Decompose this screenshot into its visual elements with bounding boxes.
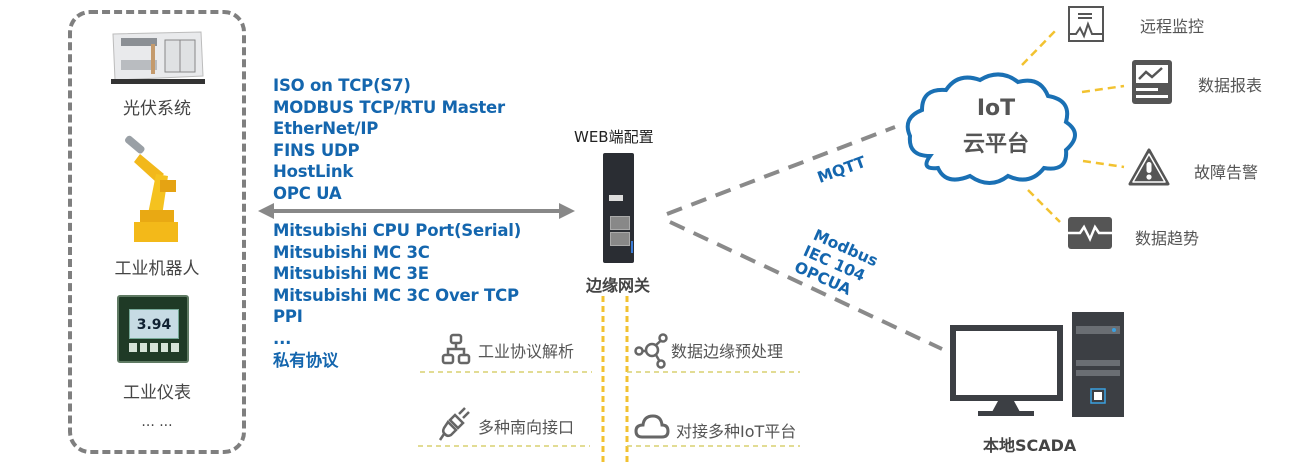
- device-label-meter: 工业仪表: [123, 383, 191, 403]
- protocol-item: 私有协议: [273, 350, 339, 370]
- app-data-trend: 数据趋势: [1135, 229, 1200, 248]
- bidirectional-arrow: [258, 203, 575, 219]
- protocol-item: OPC UA: [273, 183, 342, 203]
- feature-southbound-interfaces: 多种南向接口: [478, 418, 575, 437]
- pv-system-image: [111, 31, 205, 84]
- device-label-robot: 工业机器人: [114, 259, 200, 279]
- iot-cloud-shape: [905, 72, 1077, 185]
- cloud-icon: [634, 414, 670, 439]
- protocol-list-lower: Mitsubishi CPU Port(Serial) Mitsubishi M…: [273, 220, 521, 371]
- app-data-report: 数据报表: [1198, 76, 1263, 95]
- app-link-line: [1021, 27, 1059, 66]
- local-scada-label: 本地SCADA: [983, 436, 1077, 455]
- mqtt-link-line: [666, 125, 896, 216]
- trend-icon: [1068, 217, 1112, 249]
- protocol-item: ISO on TCP(S7): [273, 76, 411, 95]
- app-link-line: [1027, 189, 1061, 223]
- meter-display: 3.94: [129, 309, 179, 339]
- app-link-line: [1081, 84, 1125, 94]
- protocol-item: Mitsubishi MC 3E: [273, 264, 429, 284]
- app-remote-monitoring: 远程监控: [1140, 17, 1205, 36]
- cloud-title-platform: 云平台: [962, 132, 1029, 157]
- plug-icon: [438, 407, 470, 441]
- field-devices-group: [68, 10, 246, 454]
- app-link-line: [1082, 159, 1125, 169]
- scada-link-line: [669, 220, 943, 351]
- report-chart-icon: [1132, 60, 1172, 104]
- protocol-item: FINS UDP: [273, 140, 360, 160]
- industrial-meter-image: 3.94: [117, 295, 189, 363]
- monitor-icon: [950, 325, 1063, 416]
- feature-protocol-parsing: 工业协议解析: [478, 342, 575, 361]
- protocol-item: MODBUS TCP/RTU Master: [273, 97, 505, 117]
- protocol-item: HostLink: [273, 162, 354, 182]
- protocol-item: ...: [273, 328, 292, 348]
- feature-iot-platforms: 对接多种IoT平台: [676, 422, 797, 441]
- more-devices-ellipsis: ... ...: [141, 414, 173, 430]
- device-label-pv: 光伏系统: [123, 99, 191, 119]
- node-share-icon: [634, 333, 668, 369]
- pc-tower-icon: [1072, 312, 1124, 417]
- edge-gateway-device: [603, 153, 634, 263]
- protocol-list-upper: ISO on TCP(S7) MODBUS TCP/RTU Master Eth…: [273, 75, 505, 205]
- network-hierarchy-icon: [441, 333, 471, 365]
- app-fault-alarm: 故障告警: [1194, 163, 1259, 182]
- monitor-wave-icon: [1068, 6, 1104, 42]
- edge-gateway-label: 边缘网关: [586, 276, 651, 295]
- industrial-robot-image: [124, 135, 178, 242]
- protocol-item: Mitsubishi MC 3C Over TCP: [273, 285, 519, 305]
- protocol-item: Mitsubishi CPU Port(Serial): [273, 221, 522, 240]
- web-config-label: WEB端配置: [574, 128, 654, 146]
- protocol-item: Mitsubishi MC 3C: [273, 242, 430, 262]
- warning-icon: [1128, 148, 1170, 186]
- scada-computer-image: [950, 312, 1124, 417]
- cloud-title-iot: IoT: [976, 96, 1016, 121]
- feature-edge-preprocessing: 数据边缘预处理: [671, 342, 784, 361]
- protocol-item: EtherNet/IP: [273, 119, 379, 139]
- protocol-item: PPI: [273, 307, 303, 327]
